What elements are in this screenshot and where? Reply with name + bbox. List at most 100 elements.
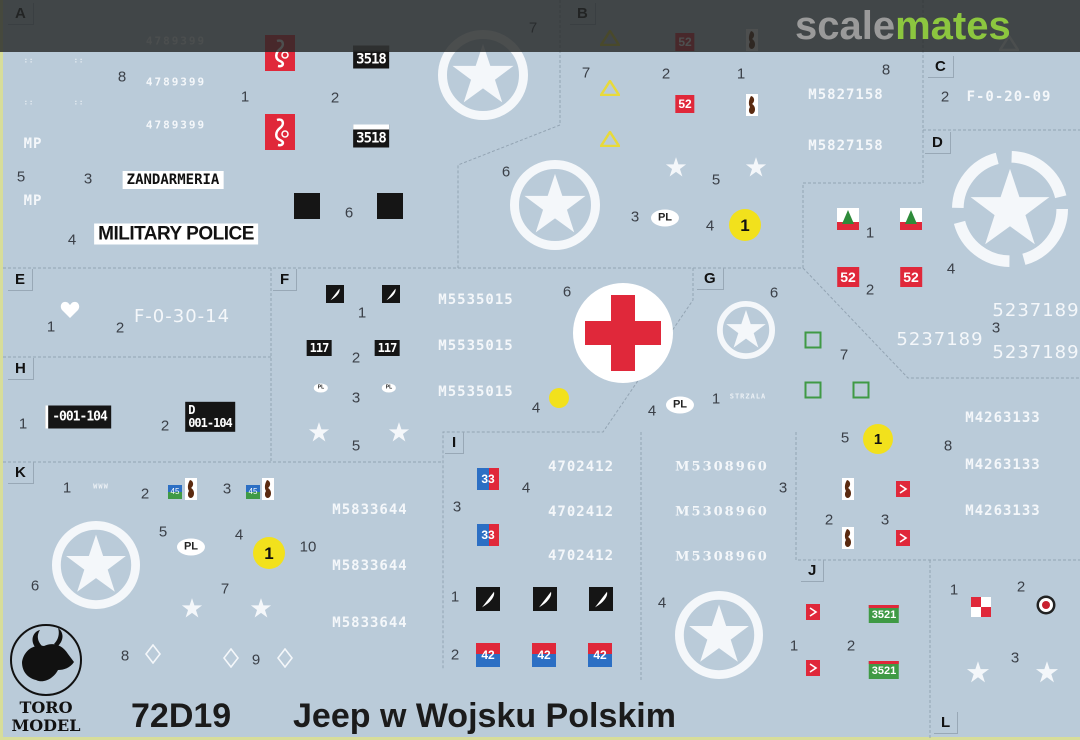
unit-badge: 45 [246,485,260,499]
siren-emblem-icon [265,114,295,154]
feather-emblem-icon [326,285,344,307]
callout-number: 5 [16,168,26,186]
pl-oval: PL [176,538,206,556]
callout-number: 2 [661,65,671,83]
watermark-right: mates [895,4,1011,48]
star-icon [665,156,687,178]
callout-number: 4 [657,594,667,612]
bull-logo-icon [10,624,82,696]
decal-serial: M5535015 [438,338,514,354]
callout-number: 3 [778,479,788,497]
callout-number: 7 [220,580,230,598]
yellow-circle-number: 1 [863,424,893,454]
small-yellow-emblem [549,388,569,408]
decal-serial: 4702412 [547,548,615,564]
unit-badge-42: 42 [532,643,556,667]
panel-borders [3,0,1080,740]
small-marks: :: [73,56,85,65]
panel-letter: I [445,432,465,454]
star-roundel-icon [675,591,763,683]
callout-number: 2 [160,417,170,435]
product-title: Jeep w Wojsku Polskim [293,697,676,735]
tree-emblem-icon [837,208,859,234]
plate-top: D [188,402,195,417]
callout-number: 2 [1016,578,1026,596]
star-icon [1035,660,1059,684]
star-icon [745,156,767,178]
product-code: 72D19 [131,697,232,735]
panel-letter: D [925,132,951,154]
callout-number: 6 [769,284,779,302]
decal-serial: M4263133 [965,410,1041,426]
callout-number: 8 [943,437,953,455]
callout-number: 9 [251,651,261,669]
tree-emblem-icon [900,208,922,234]
decal-serial: M5308960 [675,459,769,475]
decal-serial: M5308960 [675,549,769,565]
callout-number: 2 [824,511,834,529]
unit-number-badge: 52 [900,267,922,287]
callout-number: 5 [711,171,721,189]
unit-number-badge: 52 [675,95,695,113]
star-roundel-icon [438,30,528,124]
scalemates-watermark[interactable]: scalemates [795,4,1011,49]
unit-plate: 3521 [868,661,900,679]
small-red-emblem-icon [806,660,820,680]
decal-serial: M5833644 [332,502,408,518]
callout-number: 2 [865,281,875,299]
diamond-icon [222,647,240,672]
decal-serial: 4702412 [547,459,615,475]
feather-emblem-icon [589,587,613,615]
decal-serial: M4263133 [965,457,1041,473]
triangle-icon [598,129,622,151]
unit-plate: 3521 [868,605,900,623]
unit-number-badge: 52 [837,267,859,287]
panel-letter: B [570,3,596,25]
callout-number: 1 [865,224,875,242]
callout-number: 8 [120,647,130,665]
border-mid-g [795,432,1080,561]
black-square [377,193,403,219]
triangle-icon [598,78,622,100]
plate-bottom: 001-104 [188,416,233,430]
border-dg [802,267,1080,379]
star-roundel-icon [716,300,776,363]
callout-number: 3 [83,170,93,188]
unit-badge: 33 [477,524,499,546]
callout-number: 1 [736,65,746,83]
callout-number: 2 [450,646,460,664]
military-police-label: MILITARY POLICE [94,223,258,245]
yellow-circle-number: 1 [729,209,761,241]
registration-number: F-0-30-14 [133,306,231,327]
callout-number: 3 [452,498,462,516]
pl-oval: PL [381,383,397,393]
callout-number: 4 [234,526,244,544]
small-marks: :: [73,98,85,107]
callout-number: 1 [450,588,460,606]
callout-number: 1 [949,581,959,599]
feather-emblem-icon [533,587,557,615]
callout-number: 7 [581,64,591,82]
small-red-emblem-icon [806,604,820,624]
decal-serial: M5535015 [438,384,514,400]
red-cross-icon [573,283,673,387]
decal-serial: 5237189 [896,329,984,350]
triangle-icon [598,28,622,50]
yellow-circle-number: 1 [253,537,285,569]
diamond-icon [276,647,294,672]
callout-number: 5 [351,437,361,455]
callout-number: 4 [705,217,715,235]
tiny-marking: WWW [93,482,109,491]
star-icon [388,421,410,443]
panel-letter: K [8,462,34,484]
polish-checkerboard-icon [971,597,991,621]
roundel-target-icon [1036,595,1056,619]
decal-serial: M5827158 [808,138,884,154]
small-marks: :: [23,56,35,65]
panel-letter: C [928,56,954,78]
callout-number: 2 [330,89,340,107]
callout-number: 5 [158,523,168,541]
brand-line2: MODEL [11,716,81,735]
green-square-icon [804,381,822,399]
